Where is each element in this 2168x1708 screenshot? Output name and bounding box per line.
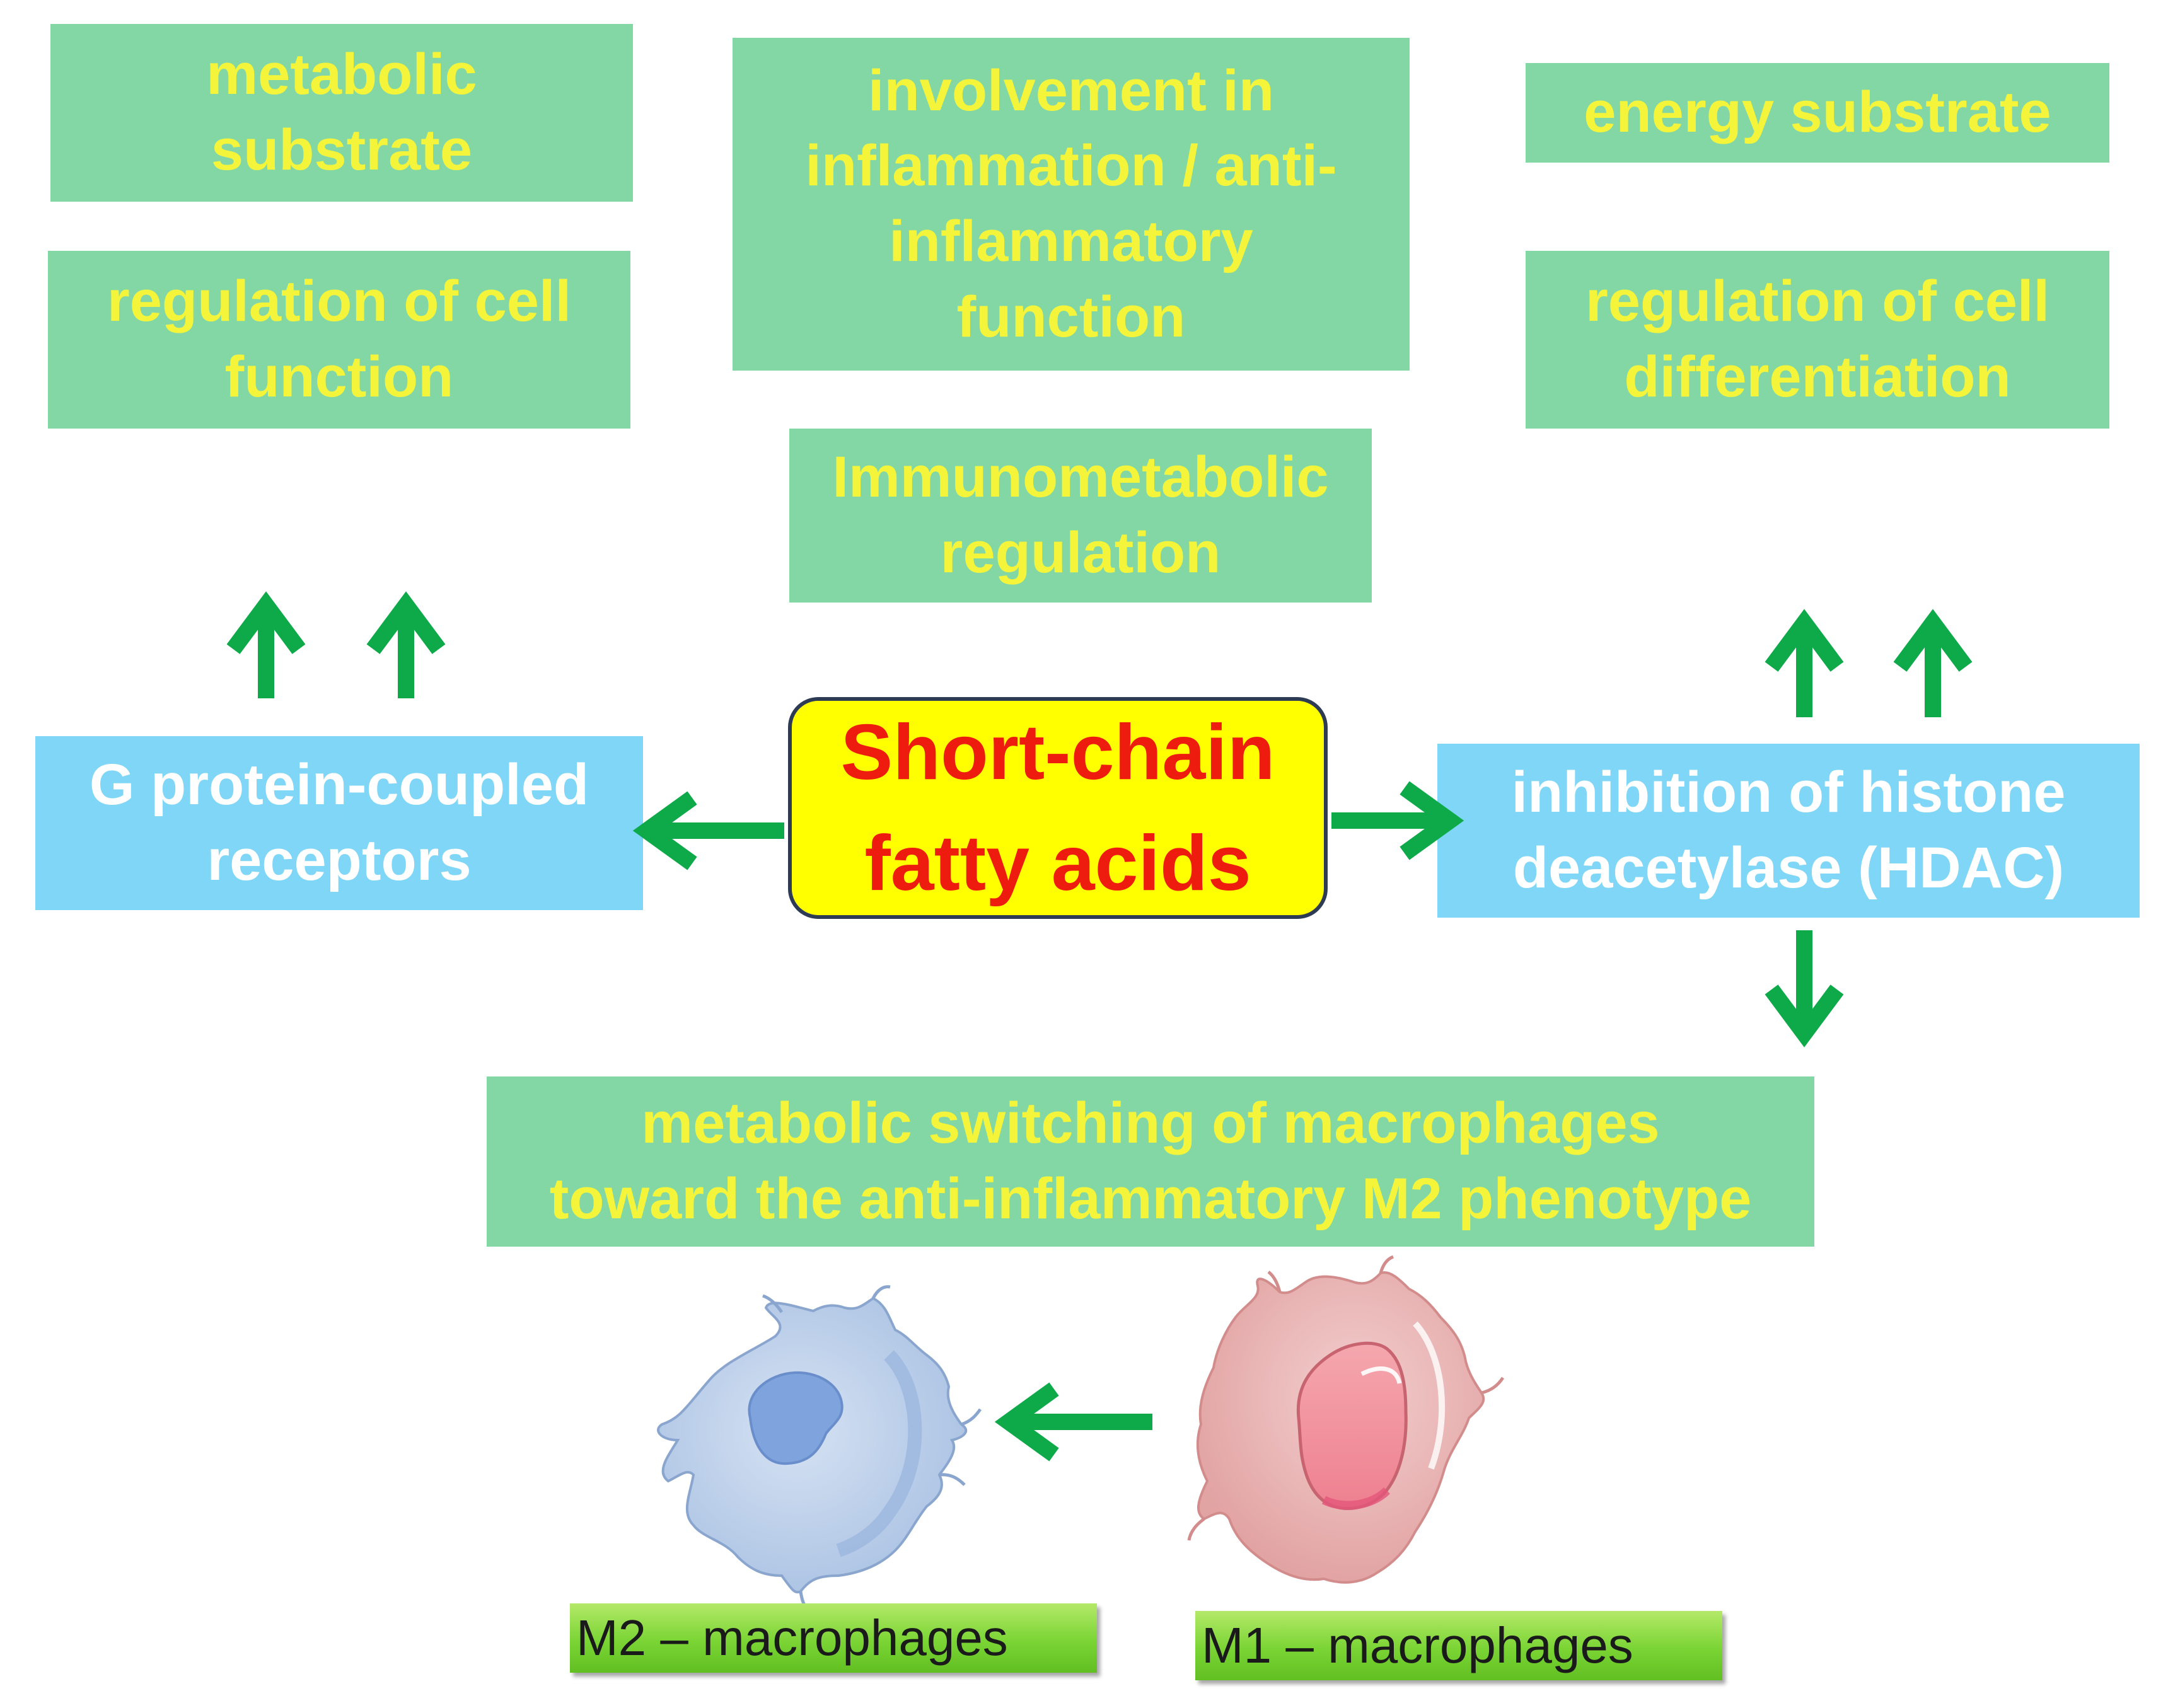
immunometabolic-box: Immunometabolic regulation: [789, 429, 1372, 603]
gpcr-text: G protein-coupled receptors: [89, 753, 589, 892]
inflammation-text: involvement in inflammation / anti- infl…: [805, 58, 1337, 349]
up-arrow-icon: [226, 591, 306, 698]
gpcr-box: G protein-coupled receptors: [35, 736, 643, 910]
left-arrow-icon: [632, 791, 784, 870]
m1-macrophage-cell-icon: [1187, 1255, 1505, 1584]
cell-differentiation-text: regulation of cell differentiation: [1585, 269, 2050, 409]
metabolic-substrate-box: metabolic substrate: [50, 24, 633, 202]
right-arrow-icon: [1331, 781, 1464, 860]
m1-label-text: M1 – macrophages: [1202, 1617, 1633, 1673]
metabolic-switching-box: metabolic switching of macrophages towar…: [487, 1076, 1814, 1247]
up-arrow-icon: [1765, 609, 1844, 717]
cell-differentiation-box: regulation of cell differentiation: [1526, 251, 2109, 429]
m2-label-box: M2 – macrophages: [570, 1603, 1097, 1673]
hdac-box: inhibition of histone deacetylase (HDAC): [1437, 744, 2140, 918]
down-arrow-icon: [1765, 930, 1844, 1047]
m1-label-box: M1 – macrophages: [1195, 1611, 1722, 1680]
up-arrow-icon: [1893, 609, 1973, 717]
energy-substrate-box: energy substrate: [1526, 63, 2109, 163]
cell-function-box: regulation of cell function: [48, 251, 630, 429]
m2-macrophage-cell-icon: [657, 1285, 982, 1612]
left-arrow-icon: [994, 1382, 1152, 1462]
metabolic-substrate-text: metabolic substrate: [206, 42, 477, 182]
metabolic-switching-text: metabolic switching of macrophages towar…: [549, 1091, 1752, 1231]
hdac-text: inhibition of histone deacetylase (HDAC): [1511, 760, 2066, 900]
scfa-center-text: Short-chain fatty acids: [840, 708, 1275, 907]
inflammation-box: involvement in inflammation / anti- infl…: [733, 38, 1410, 371]
up-arrow-icon: [366, 591, 446, 698]
cell-function-text: regulation of cell function: [107, 269, 572, 409]
scfa-center-box: Short-chain fatty acids: [788, 697, 1328, 919]
m2-label-text: M2 – macrophages: [576, 1610, 1008, 1666]
immunometabolic-text: Immunometabolic regulation: [832, 445, 1329, 585]
energy-substrate-text: energy substrate: [1584, 80, 2051, 145]
